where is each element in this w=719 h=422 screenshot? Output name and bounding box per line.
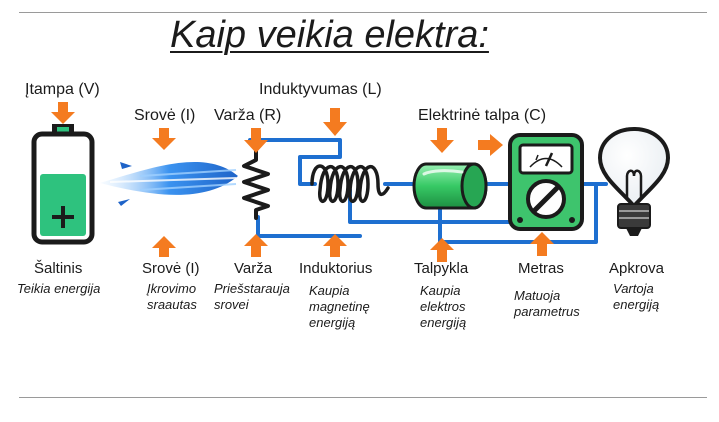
arrow-down-current	[152, 128, 176, 150]
capacitance-label: Elektrinė talpa (C)	[418, 107, 547, 124]
capacitor-desc: Kaupia elektros energiją	[420, 283, 467, 330]
inductor-coil	[310, 164, 390, 203]
arrow-down-capacitance	[430, 128, 454, 153]
capacitor-name: Talpykla	[414, 260, 469, 277]
current-name: Srovė (I)	[142, 260, 200, 277]
resistance-label: Varža (R)	[214, 107, 282, 124]
arrow-down-inductance	[323, 108, 347, 136]
inductance-label: Induktyvumas (L)	[259, 81, 382, 98]
capacitor-cylinder	[412, 162, 488, 210]
voltage-label: Įtampa (V)	[25, 81, 100, 98]
current-top-label: Srovė (I)	[134, 107, 196, 124]
arrow-up-capacitor	[430, 238, 454, 262]
resistor-name: Varža	[234, 260, 273, 277]
battery	[31, 124, 95, 245]
arrow-up-current	[152, 236, 176, 257]
load-name: Apkrova	[609, 260, 665, 277]
arrow-down-resistance	[244, 128, 268, 153]
current-beam	[100, 161, 238, 206]
arrow-up-inductor	[323, 234, 347, 257]
inductor-desc: Kaupia magnetinę energiją	[309, 283, 370, 330]
source-desc: Teikia energija	[17, 281, 101, 296]
arrow-up-meter	[530, 232, 554, 256]
page-title: Kaip veikia elektra:	[170, 14, 489, 56]
load-desc: Vartoja energiją	[613, 281, 660, 312]
current-desc: Įkrovimo sraautas	[147, 281, 197, 312]
meter-device	[508, 133, 584, 231]
meter-desc: Matuoja parametrus	[514, 288, 580, 319]
inductor-name: Induktorius	[299, 260, 373, 277]
source-name: Šaltinis	[34, 260, 83, 277]
arrow-right-meter	[478, 134, 503, 156]
meter-name: Metras	[518, 260, 564, 277]
light-bulb	[597, 126, 671, 236]
arrow-up-resistor	[244, 234, 268, 257]
resistor-desc: Priešstarauja srovei	[214, 281, 290, 312]
arrow-down-voltage	[51, 102, 75, 124]
top-divider	[19, 12, 707, 13]
orange-arrows	[51, 102, 554, 262]
bottom-divider	[19, 397, 707, 398]
